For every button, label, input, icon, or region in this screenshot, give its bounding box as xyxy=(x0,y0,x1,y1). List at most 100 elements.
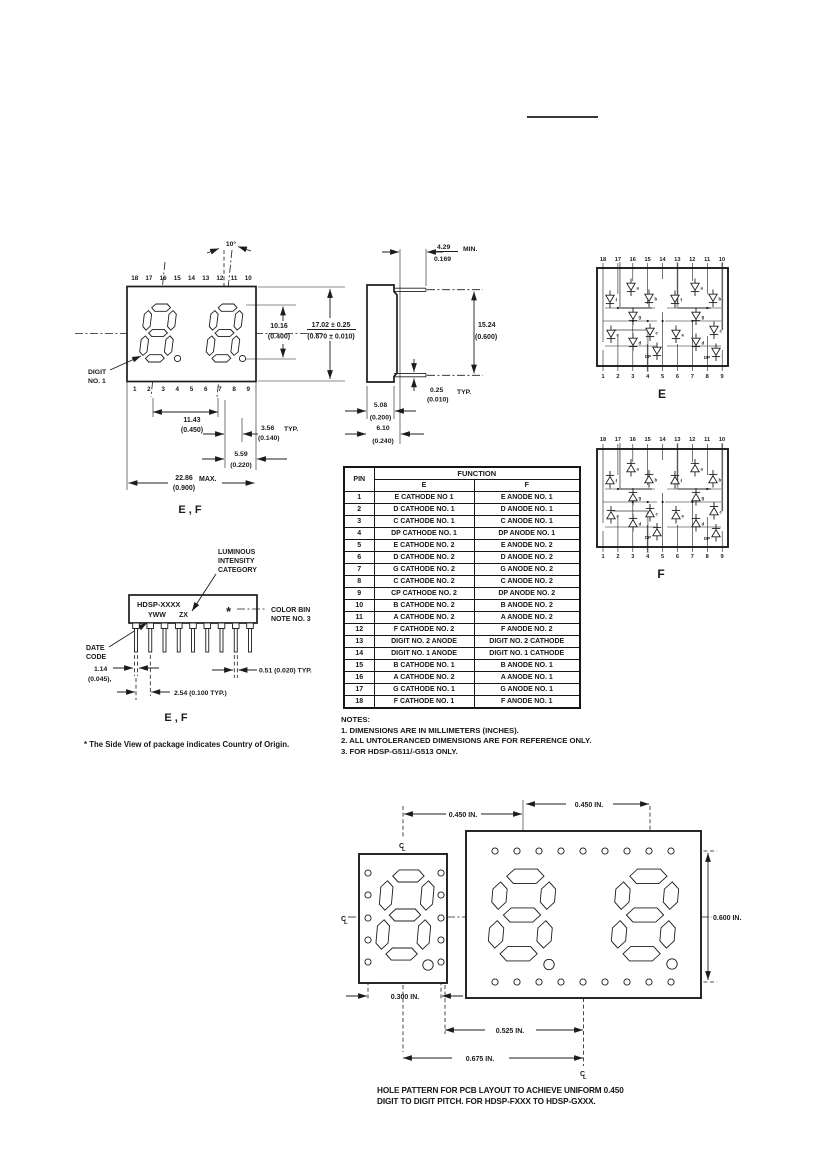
segment-label: DP xyxy=(645,535,651,540)
pcb-hole xyxy=(601,978,609,986)
digit1-pointer-label: DIGIT xyxy=(88,369,107,376)
pin-number: 18 xyxy=(600,437,606,443)
pin-number: 17 xyxy=(615,437,621,443)
dim-pin-edge-mm: 5.59 xyxy=(234,451,247,458)
dim-offset-a: 0.525 IN. xyxy=(496,1028,524,1035)
table-cell: 11 xyxy=(343,611,375,624)
centerline-symbol: CL xyxy=(341,916,348,926)
pcb-hole xyxy=(645,978,653,986)
seven-segment-digit xyxy=(139,303,177,363)
table-cell: B ANODE NO. 1 xyxy=(473,659,581,672)
dim-body-depth-in: (0.200) xyxy=(370,415,392,422)
package-pin xyxy=(231,622,240,629)
package-pin xyxy=(203,622,211,629)
table-cell: CP CATHODE NO. 2 xyxy=(373,587,475,600)
table-cell: A ANODE NO. 2 xyxy=(473,611,581,624)
dim-lead-thk-in: (0.010) xyxy=(427,397,449,404)
pin-number: 6 xyxy=(676,554,679,560)
pin-number: 5 xyxy=(661,554,664,560)
package-pin-lead xyxy=(148,628,153,653)
segment-label: a xyxy=(701,286,704,291)
table-cell: D ANODE NO. 1 xyxy=(473,503,581,516)
table-cell: C CATHODE NO. 1 xyxy=(373,515,475,528)
table-cell: DP CATHODE NO. 1 xyxy=(373,527,475,540)
dim-height-in: (0.600) xyxy=(475,334,497,341)
pcb-hole xyxy=(667,847,675,855)
table-cell: 8 xyxy=(343,575,375,588)
pcb-hole xyxy=(645,847,653,855)
pcb-hole xyxy=(535,847,543,855)
package-pin-lead xyxy=(134,628,138,653)
note-item: 3. FOR HDSP-G511/-G513 ONLY. xyxy=(341,746,458,756)
side-view-drawing: 4.29 0.169 MIN. 15.24 (0.600) 0.25 (0.01… xyxy=(345,244,497,445)
table-cell: DIGIT NO. 2 ANODE xyxy=(373,635,475,648)
pcb-hole xyxy=(437,958,445,966)
table-cell: 17 xyxy=(343,683,375,696)
diode-symbol xyxy=(671,325,681,343)
category-code-value: ZX xyxy=(179,612,188,619)
dim-pkg-width-mm: 22.86 xyxy=(175,475,193,482)
segment-label: a xyxy=(701,467,704,472)
segment-label: e xyxy=(682,514,685,519)
dim-offset-b: 0.675 IN. xyxy=(466,1056,494,1063)
pin-number: 1 xyxy=(601,374,604,380)
segment-label: f xyxy=(681,479,683,484)
table-cell: F CATHODE NO. 1 xyxy=(373,695,475,709)
diode-symbol xyxy=(670,471,680,489)
package-pin-lead xyxy=(191,628,195,653)
pin-number: 10 xyxy=(245,275,253,282)
pcb-hole xyxy=(513,978,521,986)
table-title: FUNCTION xyxy=(373,466,581,480)
pin-number: 3 xyxy=(631,554,634,560)
date-code-value: YWW xyxy=(148,612,166,619)
table-cell: A CATHODE NO. 2 xyxy=(373,671,475,684)
date-code-label: DATE xyxy=(86,645,105,652)
origin-mark-icon: * xyxy=(226,604,232,619)
segment-label: g xyxy=(639,315,642,320)
table-cell: A ANODE NO. 1 xyxy=(473,671,581,684)
pin-number: 7 xyxy=(691,554,694,560)
pcb-hole-pattern-drawing: 0.450 IN. 0.450 IN. 0.600 IN. 0.300 IN. … xyxy=(341,800,741,1081)
table-cell: A CATHODE NO. 2 xyxy=(373,611,475,624)
table-cell: 5 xyxy=(343,539,375,552)
dim-standoff-in: 0.169 xyxy=(434,256,451,263)
pin-number: 14 xyxy=(659,437,666,443)
diode-symbol xyxy=(644,470,654,488)
table-cell: F ANODE NO. 2 xyxy=(473,623,581,636)
pin-number: 13 xyxy=(202,275,210,282)
front-view-label: E , F xyxy=(178,504,202,516)
pin-number: 5 xyxy=(661,374,664,380)
segment-label: c xyxy=(656,331,659,336)
diode-symbol xyxy=(628,333,638,351)
table-cell: B CATHODE NO. 2 xyxy=(373,599,475,612)
dim-overall-depth-in: (0.240) xyxy=(372,438,394,445)
pcb-caption: HOLE PATTERN FOR PCB LAYOUT TO ACHIEVE U… xyxy=(377,1086,667,1107)
table-cell: DIGIT NO. 1 CATHODE xyxy=(473,647,581,660)
pin-number: 4 xyxy=(176,386,180,393)
diode-symbol xyxy=(711,524,721,542)
package-pin xyxy=(174,622,183,629)
diode-symbol xyxy=(628,488,638,506)
pin-number: 15 xyxy=(645,437,651,443)
pcb-hole xyxy=(579,978,587,986)
diode-symbol xyxy=(670,290,680,308)
segment-label: b xyxy=(655,297,658,302)
pcb-hole xyxy=(513,847,521,855)
package-pin xyxy=(217,622,226,629)
segment-label: b xyxy=(719,478,722,483)
segment-label: f xyxy=(616,479,618,484)
luminous-label: INTENSITY xyxy=(218,558,255,565)
pin-number: 7 xyxy=(691,374,694,380)
segment-label: g xyxy=(702,315,705,320)
table-cell: F ANODE NO. 1 xyxy=(473,695,581,709)
pin-number: 11 xyxy=(704,437,710,443)
pin-number: 6 xyxy=(204,386,208,393)
diode-symbol xyxy=(691,514,701,532)
table-cell: 9 xyxy=(343,587,375,600)
